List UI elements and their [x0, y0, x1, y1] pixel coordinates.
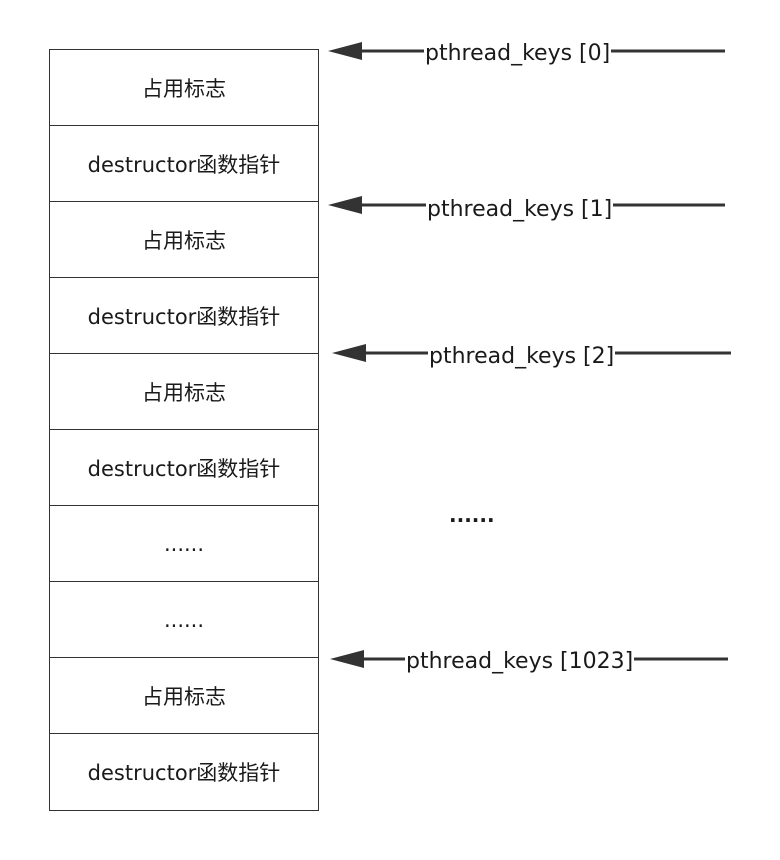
cell-destructor-pointer-1: destructor函数指针: [50, 278, 318, 354]
cell-destructor-pointer-2: destructor函数指针: [50, 430, 318, 506]
key-gap-ellipsis: ......: [449, 503, 495, 527]
arrow-key-1023-head: [330, 650, 364, 668]
cell-occupied-flag-2: 占用标志: [50, 354, 318, 430]
key-table: 占用标志 destructor函数指针 占用标志 destructor函数指针 …: [49, 49, 319, 811]
cell-destructor-pointer-0: destructor函数指针: [50, 126, 318, 202]
cell-occupied-flag-1: 占用标志: [50, 202, 318, 278]
arrow-key-0-head: [328, 42, 362, 60]
key-label-0: pthread_keys [0]: [424, 41, 612, 67]
key-label-1: pthread_keys [1]: [426, 197, 614, 223]
arrow-key-2-head: [332, 344, 366, 362]
cell-occupied-flag-1023: 占用标志: [50, 658, 318, 734]
cell-destructor-pointer-1023: destructor函数指针: [87, 761, 281, 785]
cell-ellipsis-1: ......: [50, 506, 318, 582]
key-label-2: pthread_keys [2]: [428, 344, 616, 370]
arrow-key-1-head: [328, 196, 362, 214]
key-label-1023: pthread_keys [1023]: [405, 649, 635, 675]
cell-ellipsis-2: ......: [50, 582, 318, 658]
cell-occupied-flag-0: 占用标志: [50, 50, 318, 126]
